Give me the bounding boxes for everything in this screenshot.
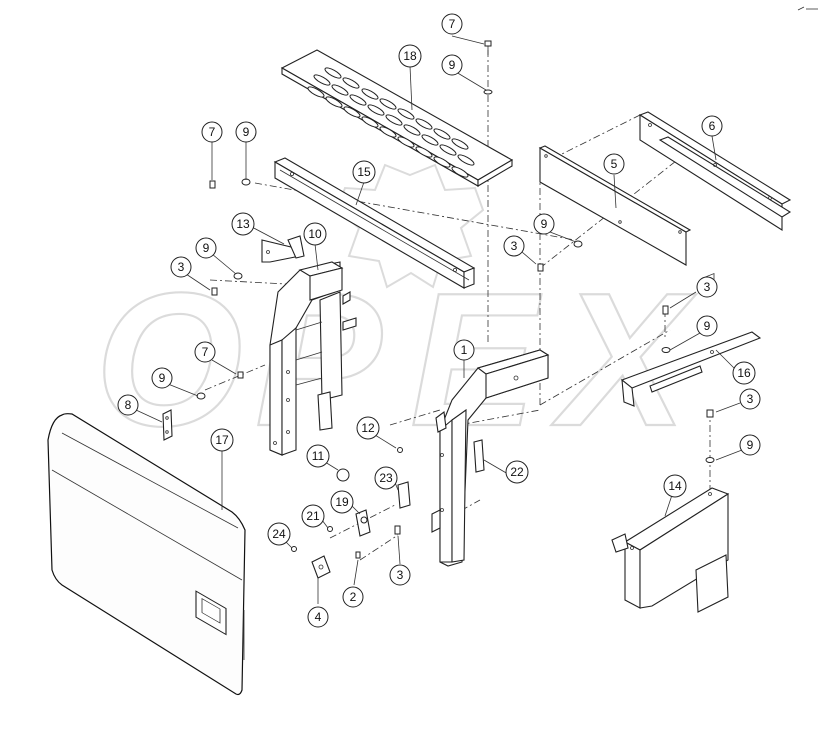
- callout-7: 7: [201, 121, 223, 143]
- corner-mark: [797, 6, 818, 11]
- callout-23: 23: [374, 466, 398, 490]
- hardware: [162, 40, 715, 579]
- callout-label: 8: [125, 398, 132, 412]
- callout-1: 1: [453, 339, 475, 361]
- callout-label: 3: [747, 392, 754, 406]
- callout-label: 9: [704, 319, 711, 333]
- callout-label: 5: [611, 157, 618, 171]
- callout-3: 3: [389, 564, 411, 586]
- callout-label: 3: [397, 568, 404, 582]
- box-cover-14: [611, 272, 730, 613]
- callouts: 7 9 18 6 7 9 5 15 9 3 13 10 9 3 3 9 7 1 …: [117, 13, 761, 628]
- post-1: [431, 349, 550, 567]
- ladder-frame-10: [269, 261, 357, 456]
- callout-label: 12: [361, 421, 375, 435]
- callout-9: 9: [151, 367, 173, 389]
- channel-15: [273, 157, 476, 289]
- callout-label: 11: [312, 449, 325, 463]
- callout-7: 7: [194, 341, 216, 363]
- callout-3: 3: [739, 388, 761, 410]
- callout-label: 3: [511, 239, 518, 253]
- callout-label: 2: [350, 590, 357, 604]
- callout-label: 9: [541, 217, 548, 231]
- callout-label: 6: [709, 119, 716, 133]
- bracket-13: [261, 235, 305, 263]
- callout-label: 9: [243, 125, 250, 139]
- callout-label: 22: [510, 465, 524, 479]
- callout-24: 24: [267, 522, 291, 546]
- callout-label: 18: [403, 49, 417, 63]
- callout-label: 13: [236, 217, 250, 231]
- callout-6: 6: [701, 115, 723, 137]
- callout-label: 7: [209, 125, 216, 139]
- callout-2: 2: [342, 586, 364, 608]
- callout-label: 9: [159, 371, 166, 385]
- callout-label: 19: [335, 495, 349, 509]
- watermark-letter-x: X: [551, 254, 697, 466]
- callout-10: 10: [303, 222, 327, 246]
- angle-16: [620, 331, 762, 407]
- callout-7: 7: [441, 13, 463, 35]
- top-plate-18: [280, 49, 514, 187]
- callout-9: 9: [195, 237, 217, 259]
- callout-label: 24: [272, 527, 286, 541]
- callout-label: 16: [737, 366, 751, 380]
- callout-19: 19: [330, 490, 354, 514]
- callout-label: 14: [668, 479, 682, 493]
- callout-label: 1: [461, 343, 468, 357]
- callout-14: 14: [663, 474, 687, 498]
- callout-16: 16: [732, 361, 756, 385]
- callout-22: 22: [505, 460, 529, 484]
- callout-9: 9: [696, 315, 718, 337]
- callout-17: 17: [210, 428, 234, 452]
- callout-label: 3: [704, 280, 711, 294]
- callout-label: 3: [178, 260, 185, 274]
- callout-3: 3: [696, 276, 718, 298]
- callout-label: 15: [357, 165, 371, 179]
- callout-4: 4: [307, 606, 329, 628]
- callout-5: 5: [603, 153, 625, 175]
- callout-label: 10: [308, 227, 322, 241]
- callout-9: 9: [235, 121, 257, 143]
- callout-11: 11: [306, 444, 330, 468]
- callout-label: 17: [215, 433, 229, 447]
- callout-9: 9: [441, 54, 463, 76]
- callout-3: 3: [170, 256, 192, 278]
- callout-label: 4: [315, 610, 322, 624]
- door-panel-17: [47, 413, 246, 696]
- callout-3: 3: [503, 235, 525, 257]
- callout-label: 9: [747, 438, 754, 452]
- plate-slots: [307, 67, 475, 178]
- callout-label: 7: [202, 345, 209, 359]
- callout-18: 18: [398, 44, 422, 68]
- callout-label: 9: [449, 58, 456, 72]
- callout-9: 9: [739, 434, 761, 456]
- callout-label: 23: [379, 471, 393, 485]
- angle-bracket-6: [638, 111, 792, 231]
- callout-12: 12: [356, 416, 380, 440]
- callout-label: 7: [449, 17, 456, 31]
- callout-21: 21: [301, 504, 325, 528]
- callout-15: 15: [352, 160, 376, 184]
- callout-13: 13: [231, 212, 255, 236]
- callout-9: 9: [533, 213, 555, 235]
- callout-label: 9: [203, 241, 210, 255]
- callout-8: 8: [117, 394, 139, 416]
- callout-label: 21: [306, 509, 320, 523]
